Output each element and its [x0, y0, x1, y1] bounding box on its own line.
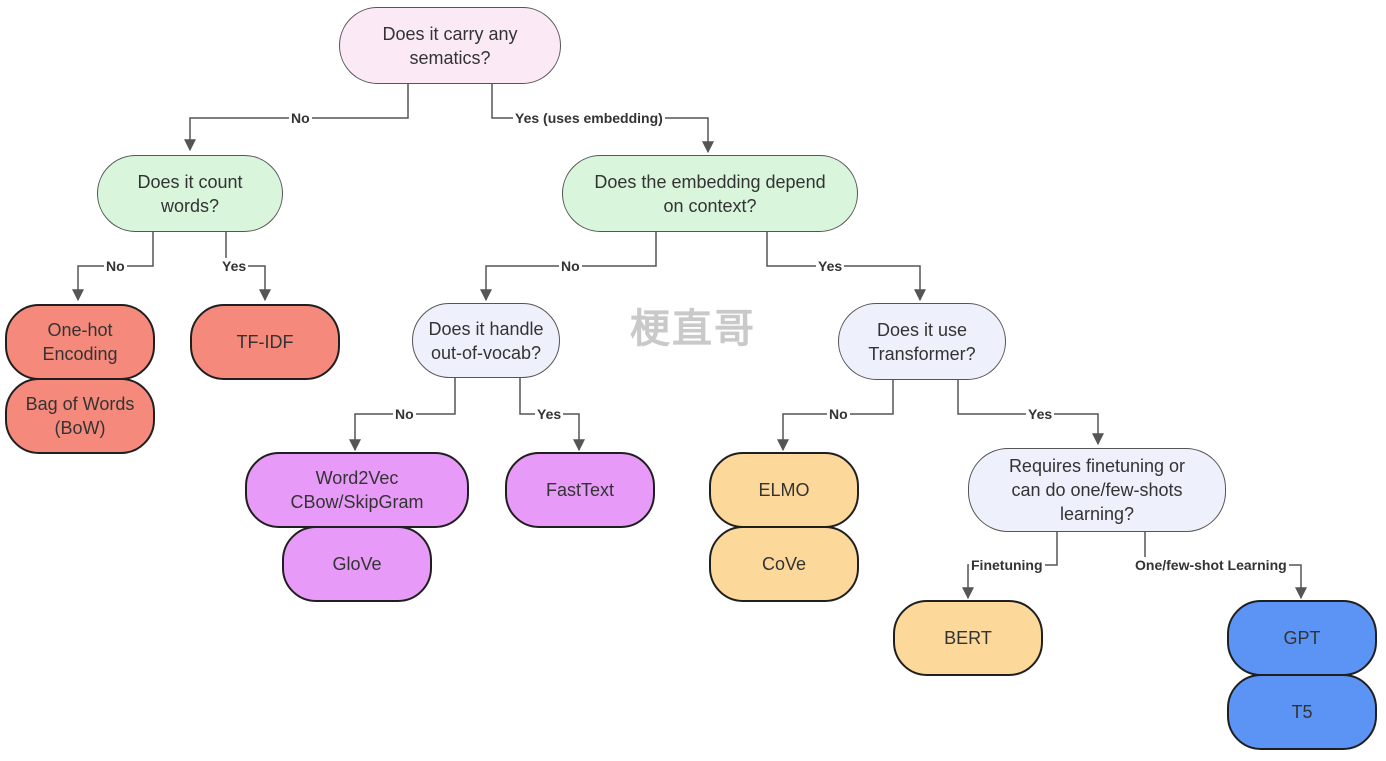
edge-label-transformer-yes: Yes: [1026, 406, 1055, 422]
decision-carries-semantics: Does it carry any sematics?: [339, 7, 561, 84]
method-bert: BERT: [893, 600, 1043, 676]
method-bag-of-words: Bag of Words (BoW): [5, 378, 155, 454]
edge-label-semantics-yes: Yes (uses embedding): [513, 110, 665, 126]
method-glove: GloVe: [282, 526, 432, 602]
decision-counts-words: Does it count words?: [97, 155, 283, 232]
method-cove: CoVe: [709, 526, 859, 602]
decision-depends-on-context: Does the embedding depend on context?: [562, 155, 858, 232]
decision-finetuning-or-few-shot: Requires finetuning or can do one/few-sh…: [968, 448, 1226, 532]
edge-label-semantics-no: No: [289, 110, 312, 126]
edge-label-context-no: No: [559, 258, 582, 274]
edge-label-oov-yes: Yes: [535, 406, 564, 422]
method-tf-idf: TF-IDF: [190, 304, 340, 380]
method-gpt: GPT: [1227, 600, 1377, 676]
edge-label-transformer-no: No: [827, 406, 850, 422]
decision-uses-transformer: Does it use Transformer?: [838, 303, 1006, 380]
method-one-hot-encoding: One-hot Encoding: [5, 304, 155, 380]
method-elmo: ELMO: [709, 452, 859, 528]
method-word2vec: Word2Vec CBow/SkipGram: [245, 452, 469, 528]
method-fasttext: FastText: [505, 452, 655, 528]
method-t5: T5: [1227, 674, 1377, 750]
edge-label-one-few-shot: One/few-shot Learning: [1133, 557, 1289, 573]
watermark: 梗直哥: [630, 306, 756, 352]
edge-label-oov-no: No: [393, 406, 416, 422]
decision-handles-oov: Does it handle out-of-vocab?: [412, 303, 560, 378]
edge-label-context-yes: Yes: [816, 258, 845, 274]
edge-label-finetuning: Finetuning: [969, 557, 1045, 573]
edge-label-count-no: No: [104, 258, 127, 274]
edge-label-count-yes: Yes: [220, 258, 249, 274]
